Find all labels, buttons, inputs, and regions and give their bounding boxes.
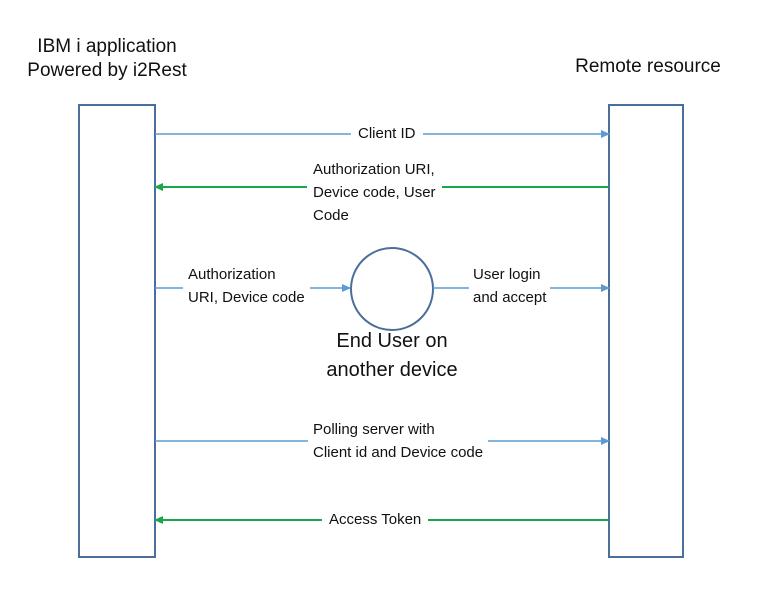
ibm-i-application-box xyxy=(78,104,156,558)
polling-label: Polling server with Client id and Device… xyxy=(308,418,489,464)
access-token-label-line: Access Token xyxy=(329,511,422,528)
user-login-label-line: and accept xyxy=(473,289,547,306)
ibm-i-application-title-line: IBM i application xyxy=(37,36,177,57)
user-login-label-line: User login xyxy=(473,266,541,283)
authorization-response-label-line: Device code, User xyxy=(313,184,436,201)
user-login-label: User login and accept xyxy=(469,263,551,309)
client-id-label-line: Client ID xyxy=(358,125,416,142)
end-user-label-line: End User on xyxy=(336,330,448,352)
to-end-user-label: Authorization URI, Device code xyxy=(183,263,310,309)
remote-resource-box xyxy=(608,104,684,558)
remote-resource-title-text: Remote resource xyxy=(575,56,721,77)
ibm-i-application-title-line: Powered by i2Rest xyxy=(27,60,187,81)
end-user-label: End User on another device xyxy=(292,327,492,385)
authorization-response-label-line: Code xyxy=(313,207,349,224)
end-user-label-line: another device xyxy=(326,359,458,381)
to-end-user-label-line: Authorization xyxy=(188,266,276,283)
polling-label-line: Client id and Device code xyxy=(313,444,484,461)
client-id-label: Client ID xyxy=(351,122,423,145)
ibm-i-application-title: IBM i application Powered by i2Rest xyxy=(12,35,202,83)
access-token-label: Access Token xyxy=(322,508,429,531)
authorization-response-label: Authorization URI, Device code, User Cod… xyxy=(307,158,442,227)
end-user-circle xyxy=(350,247,434,331)
authorization-response-label-line: Authorization URI, xyxy=(313,161,435,178)
polling-label-line: Polling server with xyxy=(313,421,435,438)
to-end-user-label-line: URI, Device code xyxy=(188,289,305,306)
remote-resource-title: Remote resource xyxy=(553,55,743,79)
